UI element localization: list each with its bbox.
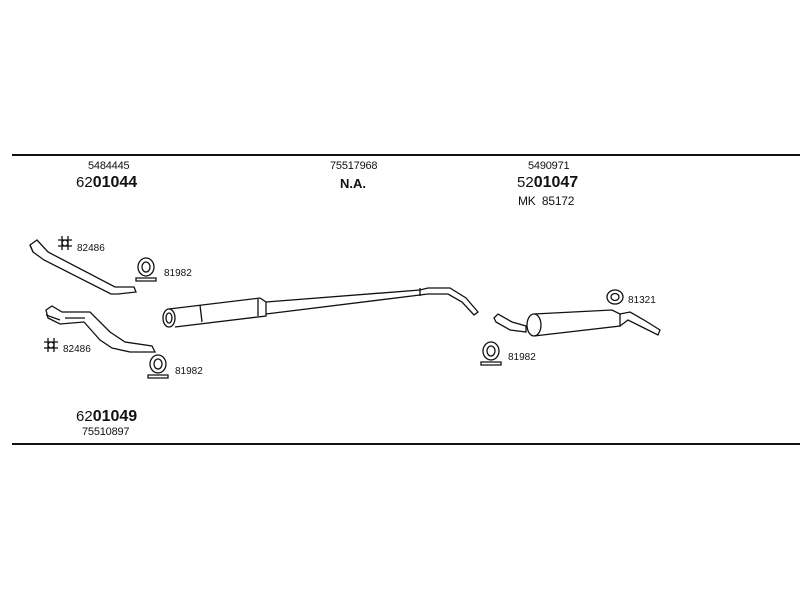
part-prefix: 62 xyxy=(76,174,93,191)
mk-number: 85172 xyxy=(541,194,575,208)
mk-label: MK xyxy=(518,194,536,208)
bottom-rule xyxy=(12,443,800,445)
top-rule xyxy=(12,154,800,156)
part-main: 01049 xyxy=(92,408,138,425)
middle-silencer xyxy=(162,287,479,328)
mk-number-rear: MK 85172 xyxy=(518,194,574,208)
sealing-ring-icon xyxy=(135,257,157,282)
part-number-rear-silencer: 5201047 xyxy=(517,174,578,192)
front-pipe-top xyxy=(29,239,137,295)
callout-clamp-top: 82486 xyxy=(77,243,105,254)
part-number-front-pipe: 6201044 xyxy=(76,174,137,192)
oe-number-middle-silencer: 75517968 xyxy=(330,160,378,172)
oe-number-alt-front-pipe: 75510897 xyxy=(82,426,130,438)
part-main: 01047 xyxy=(533,174,579,191)
oe-number-rear-silencer: 5490971 xyxy=(528,160,570,172)
part-label-middle-silencer: N.A. xyxy=(340,176,366,191)
callout-ring-top: 81982 xyxy=(164,268,192,279)
clamp-icon xyxy=(44,338,58,352)
rear-silencer xyxy=(493,309,661,337)
part-number-alt-front-pipe: 6201049 xyxy=(76,408,137,426)
callout-clamp-bottom: 82486 xyxy=(63,344,91,355)
gasket-icon xyxy=(606,289,624,305)
part-prefix: 52 xyxy=(517,174,534,191)
oe-number-front-pipe: 5484445 xyxy=(88,160,130,172)
callout-ring-bottom: 81982 xyxy=(175,366,203,377)
front-pipe-bottom xyxy=(45,305,157,353)
callout-gasket-rear: 81321 xyxy=(628,295,656,306)
part-prefix: 62 xyxy=(76,408,93,425)
clamp-icon xyxy=(58,236,72,250)
callout-ring-rear: 81982 xyxy=(508,352,536,363)
sealing-ring-icon xyxy=(147,354,169,379)
part-main: 01044 xyxy=(92,174,138,191)
sealing-ring-icon xyxy=(480,341,502,366)
